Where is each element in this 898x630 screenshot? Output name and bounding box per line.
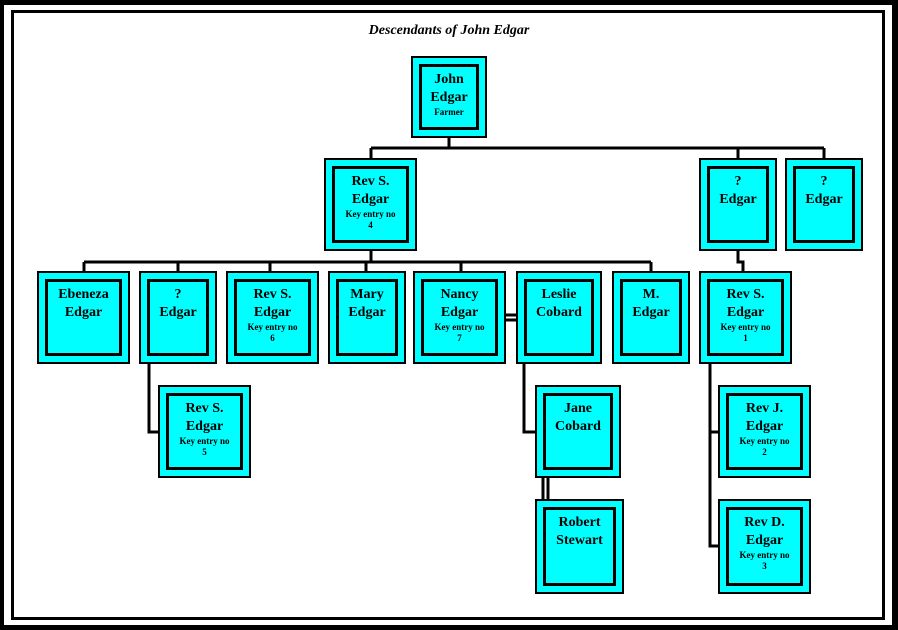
person-name-line: Leslie	[541, 287, 577, 302]
person-box-q-edgar-b: ? Edgar	[785, 158, 863, 251]
person-note-line: 3	[762, 561, 767, 571]
connector	[147, 363, 160, 434]
person-name-line: ?	[174, 287, 182, 302]
person-note-line: 4	[368, 220, 373, 230]
person-name-line: Edgar	[348, 305, 386, 320]
person-note-line: Key entry no	[179, 436, 230, 446]
person-name-line: Rev S.	[351, 174, 390, 189]
person-name-line: Cobard	[536, 305, 582, 320]
person-note-line: 6	[270, 333, 275, 343]
person-note-line: 1	[743, 333, 748, 343]
person-note-line: 7	[457, 333, 462, 343]
person-note-line: Farmer	[434, 107, 464, 117]
person-name-line: Rev J.	[745, 401, 784, 416]
person-note-line: 2	[762, 447, 767, 457]
person-name-line: Rev S.	[726, 287, 765, 302]
person-note-line: Key entry no	[247, 322, 298, 332]
person-name-line: M.	[642, 287, 660, 302]
person-name-line: ?	[820, 174, 828, 189]
person-name-line: Edgar	[440, 305, 479, 320]
person-name-line: Edgar	[185, 419, 224, 434]
person-name-line: Cobard	[555, 419, 601, 434]
person-name-line: Nancy	[440, 287, 479, 302]
person-note-line: Key entry no	[739, 436, 790, 446]
connector	[541, 478, 550, 501]
person-name-line: Stewart	[556, 533, 603, 548]
person-name-line: Jane	[564, 401, 592, 416]
person-box-inner: ? Edgar	[793, 166, 855, 243]
person-name-line: Edgar	[351, 192, 390, 207]
person-name-line: Edgar	[719, 192, 757, 207]
person-name-line: Edgar	[159, 305, 197, 320]
person-name-line: Rev S.	[185, 401, 224, 416]
person-name-line: Ebeneza	[58, 287, 109, 302]
person-box-inner: ? Edgar	[707, 166, 769, 243]
connector	[522, 363, 537, 434]
person-name-line: John	[434, 72, 464, 87]
person-name-line: ?	[734, 174, 742, 189]
person-name-line: Edgar	[253, 305, 292, 320]
person-note-line: Key entry no	[739, 550, 790, 560]
person-name-line: Edgar	[805, 192, 843, 207]
person-name-line: Mary	[350, 287, 384, 302]
person-name-line: Robert	[558, 515, 601, 530]
person-box-m-edgar: M. Edgar	[612, 271, 690, 364]
person-box-q-edgar-a: ? Edgar	[699, 158, 777, 251]
diagram-title: Descendants of John Edgar	[368, 23, 530, 38]
person-box-inner: ? Edgar	[147, 279, 209, 356]
person-name-line: Edgar	[745, 533, 784, 548]
person-name-line: Edgar	[745, 419, 784, 434]
connector	[82, 250, 653, 273]
person-name-line: Edgar	[726, 305, 765, 320]
person-box-q-edgar-c: ? Edgar	[139, 271, 217, 364]
person-name-line: Edgar	[430, 90, 468, 105]
connector	[736, 250, 745, 273]
connector	[369, 138, 826, 159]
person-note-line: Key entry no	[434, 322, 485, 332]
person-note-line: 5	[202, 447, 207, 457]
person-name-line: Edgar	[632, 305, 670, 320]
person-name-line: Rev D.	[744, 515, 785, 530]
person-name-line: Rev S.	[253, 287, 292, 302]
person-note-line: Key entry no	[345, 209, 396, 219]
person-box-inner: M. Edgar	[620, 279, 682, 356]
person-name-line: Edgar	[64, 305, 103, 320]
person-note-line: Key entry no	[720, 322, 771, 332]
